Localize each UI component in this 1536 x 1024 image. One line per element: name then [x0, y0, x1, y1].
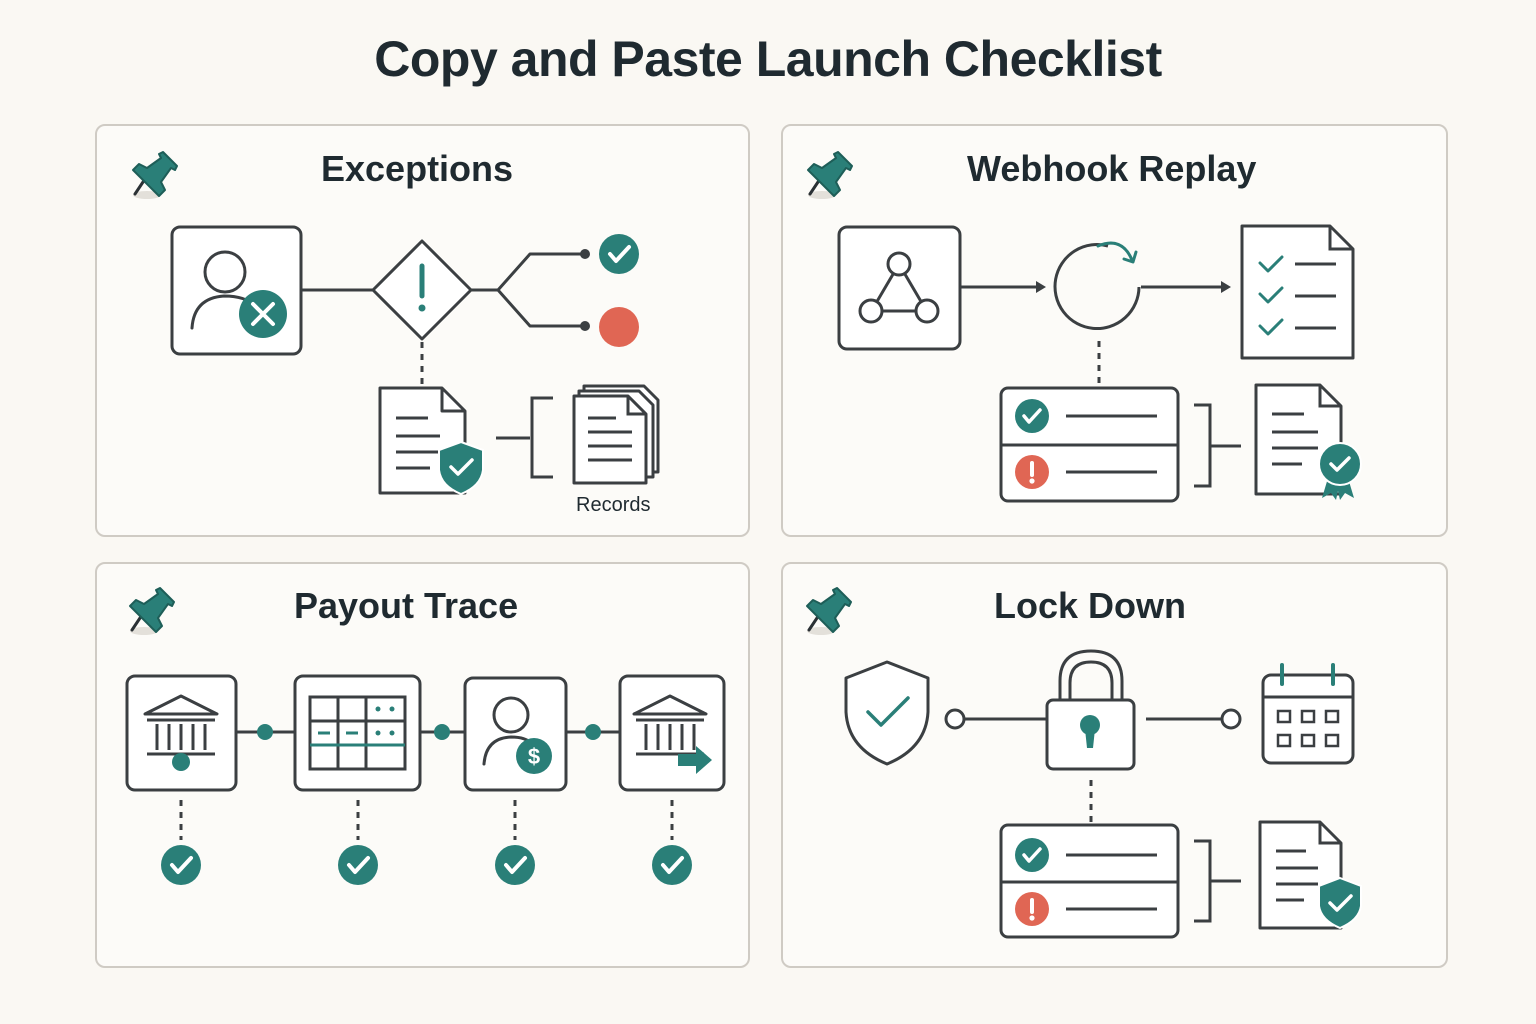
checklist-document-icon — [1240, 224, 1355, 360]
calendar-icon — [1261, 663, 1355, 765]
network-nodes-icon — [837, 225, 962, 351]
replay-circle-icon — [1053, 241, 1141, 331]
document-shield-icon — [1258, 820, 1362, 930]
error-dot-icon — [599, 307, 639, 347]
pushpin-icon — [131, 150, 179, 201]
certificate-document-icon — [1254, 383, 1362, 500]
svg-text:$: $ — [528, 744, 540, 769]
check-circle-icon — [493, 843, 537, 887]
exceptions-title: Exceptions — [321, 148, 514, 189]
webhook-replay-title: Webhook Replay — [967, 148, 1257, 189]
records-label: Records — [576, 494, 651, 516]
user-dollar-icon: $ — [463, 676, 568, 792]
pushpin-icon — [806, 150, 854, 201]
padlock-icon — [1045, 649, 1136, 771]
exclamation-diamond-icon — [371, 239, 473, 341]
user-x-icon — [170, 225, 303, 356]
bank-icon — [125, 674, 238, 792]
pushpin-icon — [128, 586, 176, 637]
bank-transfer-icon — [618, 674, 726, 792]
check-circle-icon — [597, 232, 641, 276]
status-list-icon — [999, 823, 1180, 939]
pushpin-icon — [805, 586, 853, 637]
status-list-icon — [999, 386, 1180, 503]
check-circle-icon — [650, 843, 694, 887]
ledger-grid-icon — [293, 674, 422, 792]
payout-trace-title: Payout Trace — [294, 585, 519, 626]
records-stack-icon — [572, 384, 660, 485]
lock-down-title: Lock Down — [994, 585, 1187, 626]
shield-check-icon — [844, 660, 930, 766]
check-circle-icon — [336, 843, 380, 887]
check-circle-icon — [159, 843, 203, 887]
document-shield-icon — [378, 386, 484, 496]
page-title: Copy and Paste Launch Checklist — [374, 31, 1162, 87]
